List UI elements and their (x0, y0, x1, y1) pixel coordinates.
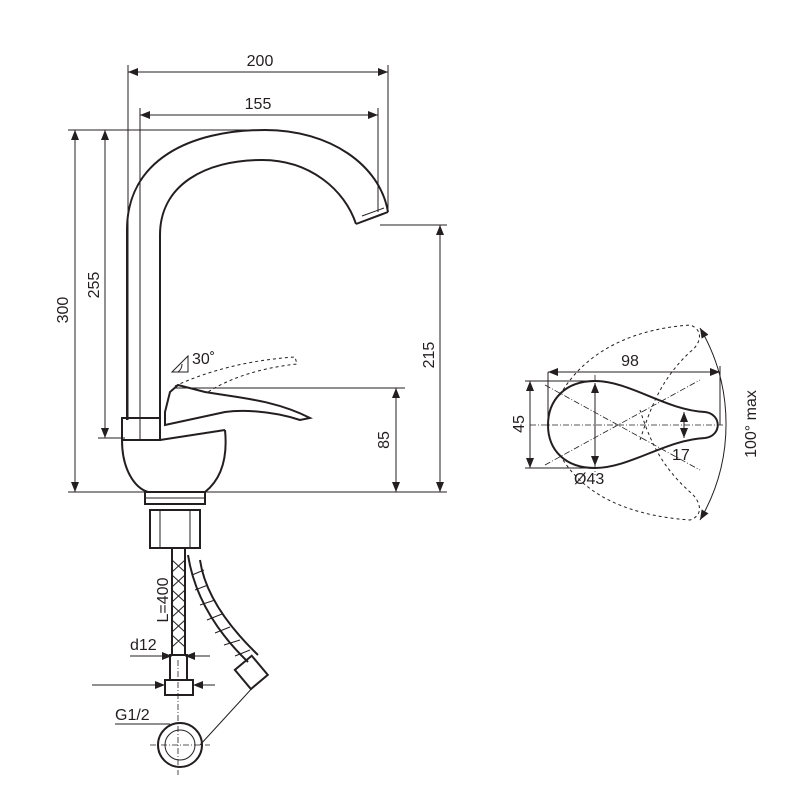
dimension-200: 200 (128, 53, 388, 76)
handle-top-view: 100° max 98 45 17 Ø43 (511, 324, 760, 521)
hoses: L=400 d12 G1/2 (92, 548, 270, 775)
dim-85-label: 85 (376, 431, 393, 449)
handle-width-label: 45 (511, 415, 528, 433)
faucet-body (121, 417, 227, 549)
spout (126, 128, 389, 420)
rotation-label: 100° max (743, 390, 760, 458)
lever: 30˚ (164, 351, 314, 427)
extension-lines (68, 65, 447, 493)
dimension-155: 155 (140, 96, 378, 119)
dimension-255: 255 (86, 130, 109, 438)
dim-215-label: 215 (421, 342, 438, 369)
dimension-300: 300 (55, 130, 79, 492)
hose-diameter-label: d12 (130, 637, 157, 654)
handle-length-label: 98 (621, 353, 639, 370)
dim-155-label: 155 (245, 96, 272, 113)
handle-diameter-label: Ø43 (574, 471, 604, 488)
lever-angle-label: 30˚ (192, 351, 215, 368)
dim-300-label: 300 (55, 297, 72, 324)
hose-length-label: L=400 (155, 577, 172, 622)
dimension-85: 85 (376, 388, 400, 492)
dim-200-label: 200 (247, 53, 274, 70)
handle-tip-label: 17 (672, 447, 690, 464)
dimension-215: 215 (421, 225, 444, 492)
dim-255-label: 255 (86, 272, 103, 299)
thread-label: G1/2 (115, 707, 150, 724)
